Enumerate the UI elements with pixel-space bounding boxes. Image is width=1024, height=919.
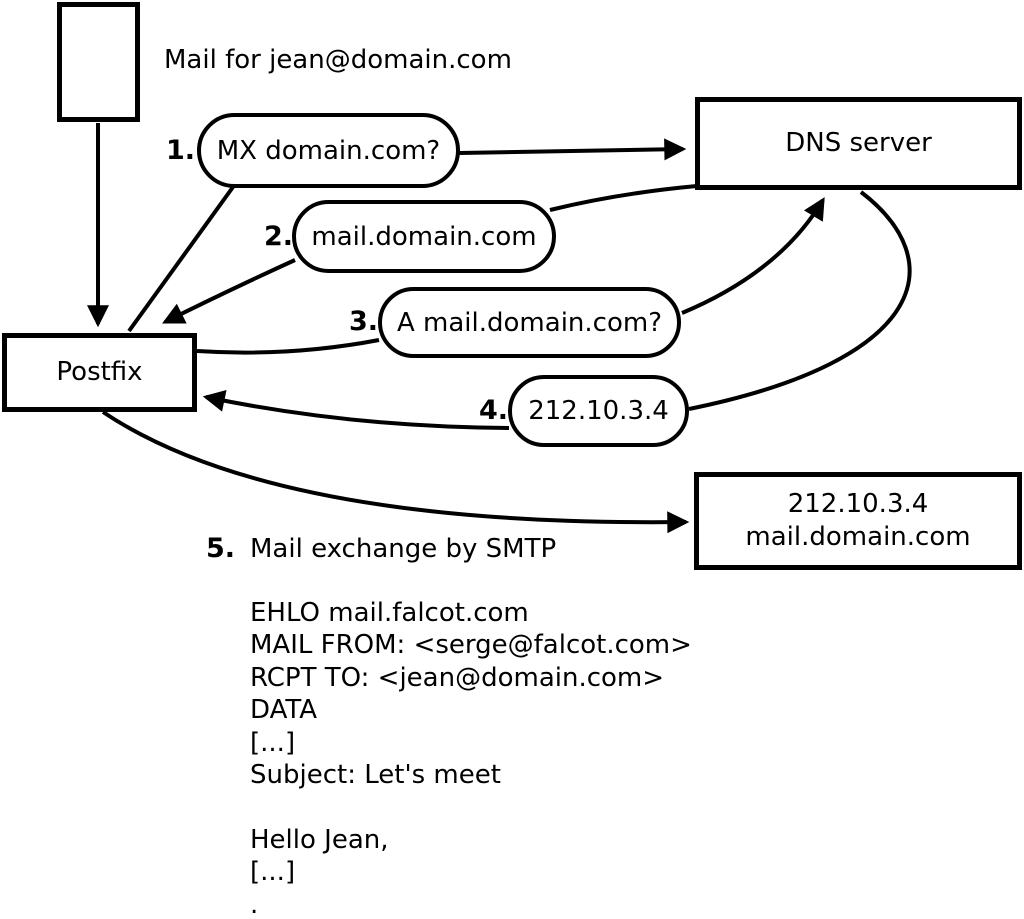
mailserver-node: 212.10.3.4 mail.domain.com [694,472,1022,570]
arrow-mx-answer-to-postfix [162,258,296,324]
pill-a-query: A mail.domain.com? [378,287,681,358]
step-number-3: 3. [348,306,378,337]
smtp-line [250,791,692,823]
connector-postfix-to-a-query [196,338,380,355]
step-number-5: 5. [206,533,236,564]
mail-message-node [57,2,140,122]
arrow-a-query-to-dns [681,197,825,315]
pill-mx-answer: mail.domain.com [292,200,556,273]
dns-server-label: DNS server [785,128,932,158]
step-number-1: 1. [165,135,195,166]
dns-server-node: DNS server [695,97,1022,190]
connector-dns-to-mx-answer [549,184,698,212]
pill-a-answer: 212.10.3.4 [508,375,689,447]
connector-dns-to-a-answer [688,190,912,411]
smtp-line: [...] [250,857,296,888]
arrow-mx-query-to-dns [458,138,687,161]
smtp-line: RCPT TO: <jean@domain.com> [250,662,665,693]
pill-mx-answer-label: mail.domain.com [311,221,537,252]
arrow-a-answer-to-postfix [202,390,510,430]
smtp-session-transcript: EHLO mail.falcot.com MAIL FROM: <serge@f… [250,597,692,919]
smtp-line: DATA [250,695,317,726]
pill-mx-query: MX domain.com? [197,113,460,188]
postfix-node: Postfix [2,333,197,412]
step-5-label: Mail exchange by SMTP [250,534,557,564]
pill-a-query-label: A mail.domain.com? [397,307,662,338]
smtp-line: EHLO mail.falcot.com [250,598,529,628]
step-number-4: 4. [478,395,508,426]
step-number-2: 2. [263,221,293,252]
caption: Mail for jean@domain.com [164,45,512,75]
mailserver-ip: 212.10.3.4 [787,489,929,519]
postfix-label: Postfix [56,357,143,387]
smtp-line: Subject: Let's meet [250,759,501,790]
smtp-line: [...] [250,727,296,758]
arrow-postfix-to-mailserver-smtp [101,410,690,534]
connector-postfix-to-mx-query [127,185,235,333]
smtp-line: . [250,889,259,919]
smtp-line: Hello Jean, [250,824,389,855]
pill-a-answer-label: 212.10.3.4 [528,396,669,426]
pill-mx-query-label: MX domain.com? [216,135,441,166]
mailserver-hostname: mail.domain.com [745,522,971,552]
smtp-line: MAIL FROM: <serge@falcot.com> [250,630,692,661]
